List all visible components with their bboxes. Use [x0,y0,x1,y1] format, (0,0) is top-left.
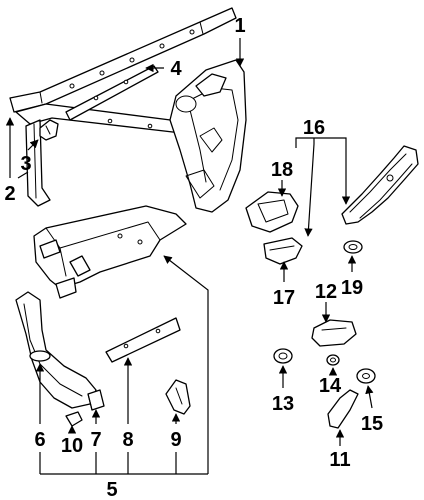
part-15-washer [356,368,376,384]
callout-4: 4 [170,58,182,80]
part-4-strip [65,65,159,121]
callout-labels: 1 2 3 4 5 6 7 8 9 10 11 12 13 14 15 16 1… [4,15,383,500]
part-16-side-rail [341,145,419,225]
part-7-block [87,389,105,411]
callout-8: 8 [122,429,133,451]
callout-19: 19 [341,277,363,299]
callout-14: 14 [319,375,342,397]
part-10-clip [65,411,83,427]
callout-17: 17 [273,287,295,309]
part-17-bracket [263,237,303,265]
part-6-duct [15,291,97,409]
callout-9: 9 [170,429,181,451]
callout-18: 18 [271,159,293,181]
part-12-bracket [311,319,357,347]
callout-5: 5 [106,479,117,500]
part-3-clip [39,119,59,141]
part-14-nut [326,354,340,366]
callout-13: 13 [272,393,294,415]
callout-11: 11 [329,449,350,471]
callout-12: 12 [315,281,337,303]
callout-2: 2 [4,183,15,205]
callout-3: 3 [20,153,31,175]
part-19-grommet [343,240,363,254]
callout-10: 10 [61,435,83,457]
part-18-bracket [245,191,299,233]
part-13-grommet [273,348,293,364]
callout-1: 1 [234,15,245,37]
callout-7: 7 [90,429,101,451]
part-11-bracket [327,389,359,429]
radiator-support-panel [9,7,247,299]
part-9-bracket [165,379,191,415]
part-8-plate [105,317,181,363]
callout-15: 15 [361,413,383,435]
leader-lines [5,38,374,475]
callout-16: 16 [303,117,325,139]
callout-6: 6 [34,429,45,451]
